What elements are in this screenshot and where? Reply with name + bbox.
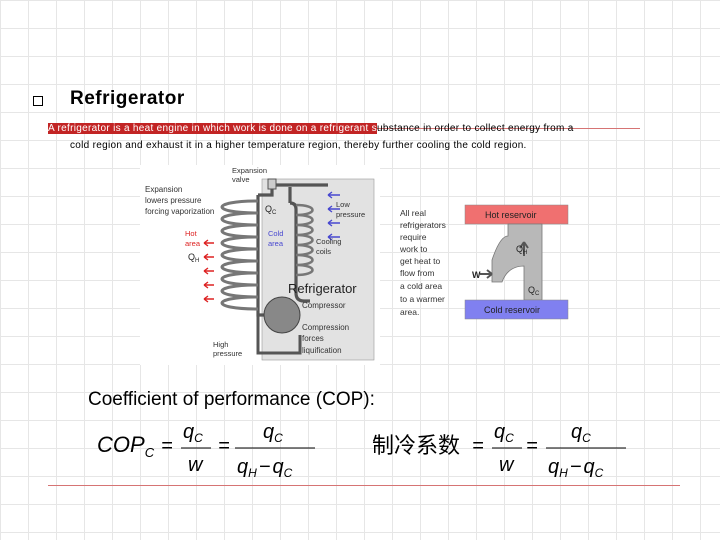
cop-formula: COPC = qC w = qC qH−qC xyxy=(97,421,315,480)
label-w: W xyxy=(472,270,481,280)
expansion-valve-icon xyxy=(267,178,277,190)
svg-text:All real: All real xyxy=(400,208,426,218)
svg-text:a cold area: a cold area xyxy=(400,281,442,291)
label-qh: QH xyxy=(188,252,199,264)
cold-reservoir-box xyxy=(464,299,569,320)
bullet-square-icon xyxy=(33,96,43,106)
chinese-cop-label: 制冷系数 xyxy=(372,434,461,459)
label-compression-forces-3: liquification xyxy=(302,346,342,355)
cold-arrows xyxy=(327,191,340,241)
svg-text:qH−qC: qH−qC xyxy=(237,456,293,480)
label-cooling-coils-2: coils xyxy=(316,247,331,256)
divider-bottom xyxy=(48,485,680,486)
label-expansion-lowers-2: lowers pressure xyxy=(145,196,202,205)
svg-text:COPC: COPC xyxy=(97,432,155,460)
cop-label: Coefficient of performance (COP): xyxy=(88,389,375,410)
label-compressor: Compressor xyxy=(302,301,346,310)
svg-text:flow from: flow from xyxy=(400,268,434,278)
label-cold-area-2: area xyxy=(268,239,284,248)
label-expansion-lowers-1: Expansion xyxy=(145,185,182,194)
svg-text:get heat to: get heat to xyxy=(400,256,440,266)
heat-flow-diagram: All real refrigerators require work to g… xyxy=(399,204,569,320)
refrigerator-cycle-diagram: Expansion valve Expansion lowers pressur… xyxy=(140,165,380,365)
heat-pipe xyxy=(491,223,543,301)
label-qc-right: QC xyxy=(528,285,540,297)
label-qc: QC xyxy=(265,204,277,216)
label-low-pressure-2: pressure xyxy=(336,210,365,219)
compressor-loop xyxy=(256,315,302,355)
label-expansion-lowers-3: forcing vaporization xyxy=(145,207,214,216)
svg-text:refrigerators: refrigerators xyxy=(400,220,446,230)
hot-reservoir-label: Hot reservoir xyxy=(485,210,537,220)
label-compression-forces-1: Compression xyxy=(302,323,349,332)
label-refrigerator: Refrigerator xyxy=(288,281,357,296)
work-arrow-icon xyxy=(480,269,493,279)
highlighted-text: A refrigerator is a heat engine in which… xyxy=(48,123,377,134)
paragraph-text-rest: ubstance in order to collect energy from… xyxy=(377,123,574,134)
label-hot-area-2: area xyxy=(185,239,201,248)
side-text: All real refrigerators require work to g… xyxy=(399,208,446,317)
label-low-pressure-1: Low xyxy=(336,200,350,209)
svg-text:qH−qC: qH−qC xyxy=(548,456,604,480)
label-qh-right: QH xyxy=(516,244,527,256)
label-hot-area-1: Hot xyxy=(185,229,198,238)
svg-text:qC: qC xyxy=(263,421,283,445)
cop-formula-zh: = qC w = qC qH−qC xyxy=(472,421,626,480)
label-cooling-coils-1: Cooling xyxy=(316,237,341,246)
svg-text:=: = xyxy=(526,435,538,457)
svg-text:=: = xyxy=(161,435,173,457)
label-cold-area-1: Cold xyxy=(268,229,283,238)
evaporator-coil xyxy=(295,203,314,277)
label-high-pressure-2: pressure xyxy=(213,349,242,358)
up-arrow-icon xyxy=(519,241,529,256)
svg-text:area.: area. xyxy=(400,307,419,317)
svg-text:w: w xyxy=(499,454,515,476)
label-expansion-valve-2: valve xyxy=(232,175,250,184)
svg-text:to a warmer: to a warmer xyxy=(400,294,445,304)
hot-arrows xyxy=(203,239,214,303)
svg-text:=: = xyxy=(218,435,230,457)
label-expansion-valve-1: Expansion xyxy=(232,166,267,175)
label-high-pressure-1: High xyxy=(213,340,228,349)
label-compression-forces-2: forces xyxy=(302,334,324,343)
svg-text:qC: qC xyxy=(494,421,514,445)
slide-title: Refrigerator xyxy=(70,88,185,109)
svg-text:=: = xyxy=(472,435,484,457)
svg-text:require: require xyxy=(400,232,427,242)
svg-text:w: w xyxy=(188,454,204,476)
compressor-icon xyxy=(263,296,301,334)
svg-text:work to: work to xyxy=(399,244,428,254)
svg-text:qC: qC xyxy=(183,421,203,445)
cold-reservoir-label: Cold reservoir xyxy=(484,305,540,315)
paragraph-line-2: cold region and exhaust it in a higher t… xyxy=(70,140,527,151)
condenser-coil xyxy=(220,199,259,311)
body-paragraph: A refrigerator is a heat engine in which… xyxy=(48,120,668,154)
svg-text:qC: qC xyxy=(571,421,591,445)
